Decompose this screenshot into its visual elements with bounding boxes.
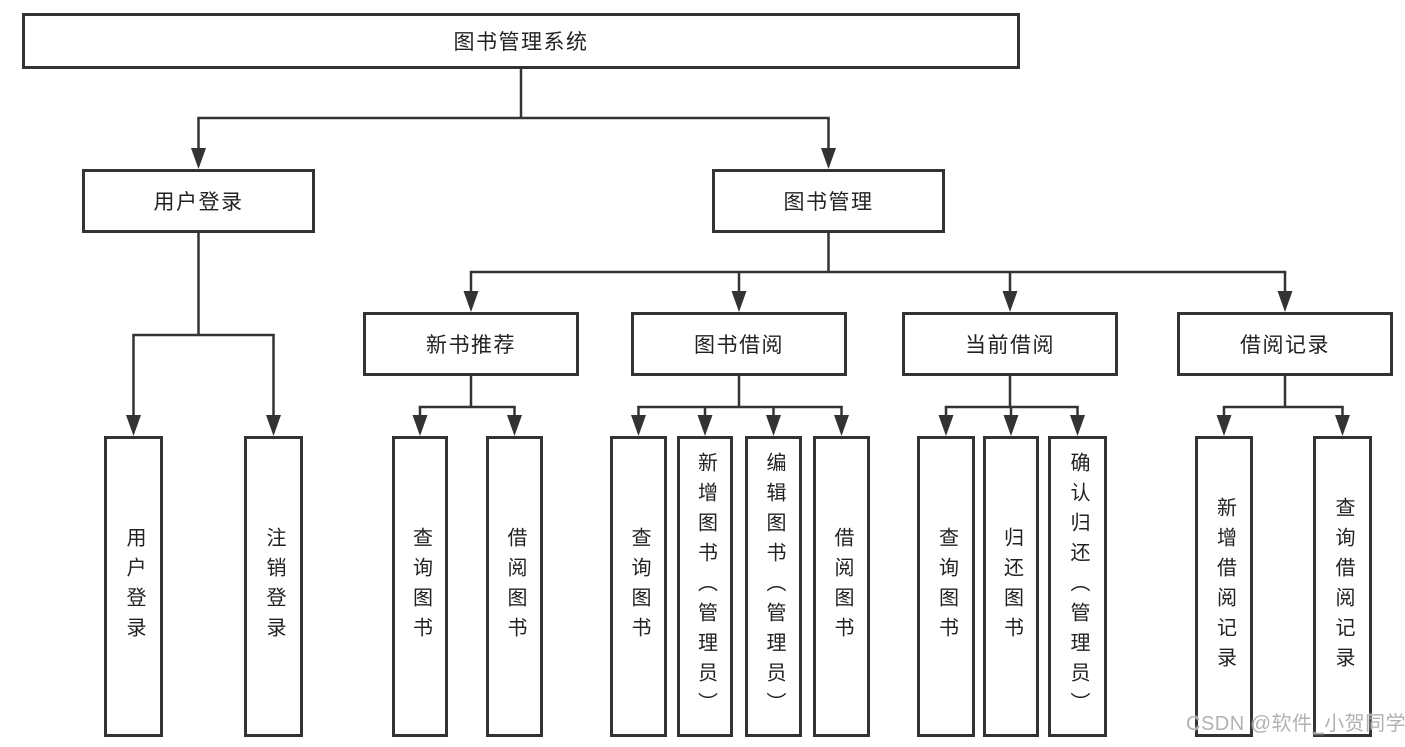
connector-borrowing-records-children — [1222, 374, 1344, 418]
leaf-query-books-recommend: 查询图书 — [392, 436, 448, 737]
connector-root-to-level2 — [197, 67, 830, 151]
node-user-login: 用户登录 — [82, 169, 315, 233]
arrowheads-current-borrowing-children — [938, 415, 1085, 436]
node-new-book-recommendation: 新书推荐 — [363, 312, 579, 376]
node-book-borrowing: 图书借阅 — [631, 312, 847, 376]
connector-user-login-children — [132, 231, 275, 418]
csdn-watermark: CSDN @软件_小贺同学 — [1186, 713, 1405, 735]
node-system-root: 图书管理系统 — [22, 13, 1020, 69]
connector-new-book-recommendation-children — [418, 374, 516, 418]
leaf-query-books-borrowing: 查询图书 — [610, 436, 667, 737]
connector-current-borrowing-children — [944, 374, 1079, 418]
leaf-return-book: 归还图书 — [983, 436, 1039, 737]
node-current-borrowing: 当前借阅 — [902, 312, 1118, 376]
node-borrowing-records: 借阅记录 — [1177, 312, 1393, 376]
arrowheads-level2 — [191, 148, 836, 169]
connector-book-borrowing-children — [637, 374, 843, 418]
leaf-query-books-current: 查询图书 — [917, 436, 975, 737]
arrowheads-borrowing-records-children — [1216, 415, 1350, 436]
leaf-add-borrow-record: 新增借阅记录 — [1195, 436, 1253, 737]
arrowheads-level3 — [463, 291, 1293, 312]
leaf-add-book-admin: 新增图书（管理员） — [677, 436, 733, 737]
leaf-borrow-books-borrowing: 借阅图书 — [813, 436, 870, 737]
leaf-user-login: 用户登录 — [104, 436, 163, 737]
connector-book-management-to-level3 — [469, 231, 1287, 294]
node-book-management: 图书管理 — [712, 169, 945, 233]
arrowheads-user-login-children — [126, 415, 281, 436]
leaf-query-borrow-record: 查询借阅记录 — [1313, 436, 1372, 737]
arrowheads-book-borrowing-children — [631, 415, 849, 436]
arrowheads-new-book-recommendation-children — [412, 415, 522, 436]
leaf-edit-book-admin: 编辑图书（管理员） — [745, 436, 802, 737]
leaf-logout: 注销登录 — [244, 436, 303, 737]
leaf-confirm-return-admin: 确认归还（管理员） — [1048, 436, 1107, 737]
leaf-borrow-books-recommend: 借阅图书 — [486, 436, 543, 737]
